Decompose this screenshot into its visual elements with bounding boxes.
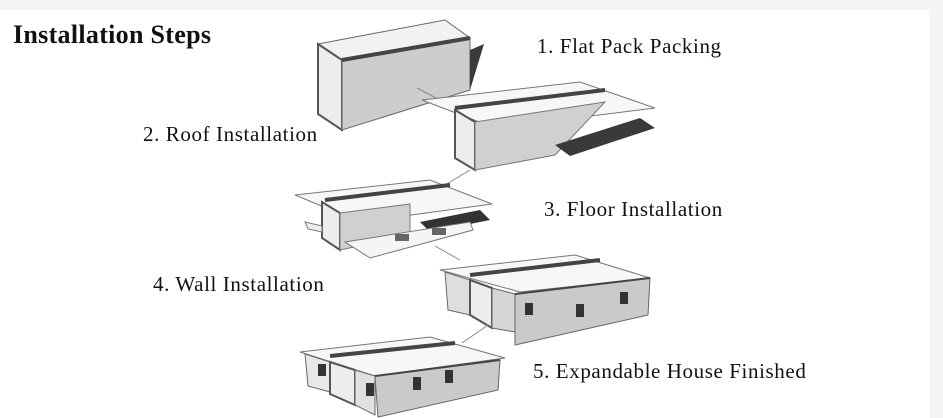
diagram-title: Installation Steps [13,20,212,49]
wall-installation-icon [439,254,651,346]
step-5-label: 5. Expandable House Finished [533,359,807,383]
step-2-label: 2. Roof Installation [143,122,318,146]
finished-house-icon [299,336,506,418]
step-3-label: 3. Floor Installation [544,197,723,221]
diagram-canvas: Installation Steps [0,10,930,418]
flat-pack-container-icon [316,19,484,132]
step-1-label: 1. Flat Pack Packing [537,34,722,58]
installation-illustrations [294,19,656,418]
roof-installation-icon [421,81,656,172]
floor-installation-icon [294,179,493,259]
step-4-label: 4. Wall Installation [153,272,325,296]
